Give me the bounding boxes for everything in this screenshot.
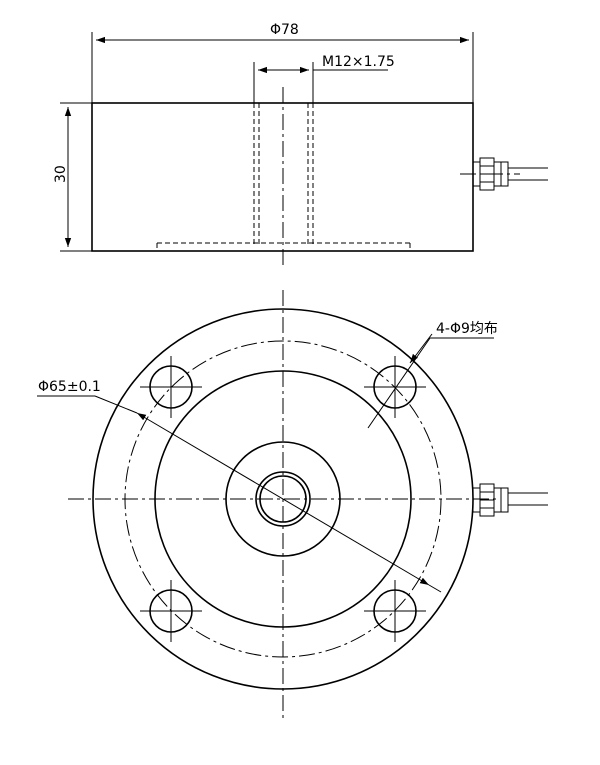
- side-view: Φ78 M12×1.75 30: [53, 22, 548, 265]
- side-cable-connector: [460, 157, 548, 191]
- holes-label: 4-Φ9均布: [436, 321, 498, 337]
- bolt-circle-dim-ext: [428, 584, 442, 593]
- dim-line-bolt-circle: [136, 412, 430, 586]
- bolt-circle-label: Φ65±0.1: [38, 379, 101, 395]
- height-label: 30: [53, 165, 69, 183]
- mounting-holes: [140, 356, 426, 642]
- top-view: Φ65±0.1 4-Φ9均布: [37, 290, 548, 720]
- holes-leader-arrow: [409, 333, 433, 364]
- holes-leader: [367, 337, 431, 429]
- outer-diameter-label: Φ78: [270, 22, 299, 38]
- top-cable-connector: [472, 483, 548, 517]
- bolt-circle-leader: [94, 395, 138, 414]
- thread-label: M12×1.75: [322, 54, 395, 70]
